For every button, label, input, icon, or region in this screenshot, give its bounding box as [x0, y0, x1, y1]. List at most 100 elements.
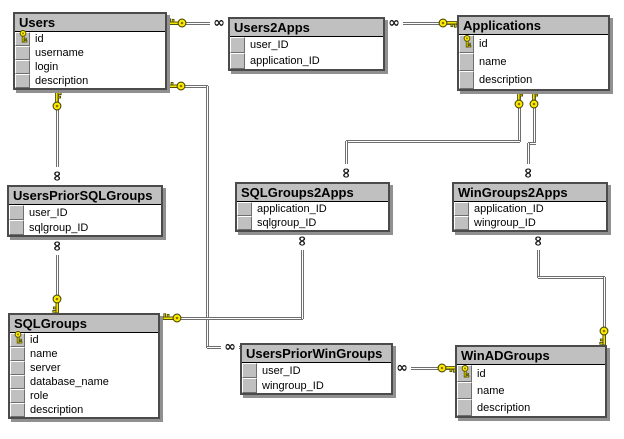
relationship-line[interactable] [393, 367, 455, 370]
row-selector[interactable] [454, 202, 469, 216]
field-row[interactable]: id [459, 35, 608, 53]
row-selector[interactable] [15, 46, 30, 60]
row-selector[interactable] [459, 71, 474, 89]
row-selector[interactable] [454, 216, 469, 230]
row-selector[interactable] [457, 382, 472, 399]
many-end-icon: ∞ [221, 340, 239, 354]
field-name: sqlgroup_ID [29, 221, 89, 234]
relationship-line[interactable] [385, 22, 457, 25]
field-row[interactable]: sqlgroup_ID [237, 216, 388, 230]
row-selector[interactable] [10, 389, 25, 403]
primary-key-icon [18, 30, 28, 48]
row-selector[interactable] [457, 399, 472, 416]
field-row[interactable]: sqlgroup_ID [9, 220, 161, 235]
field-row[interactable]: id [10, 331, 158, 347]
row-selector[interactable] [10, 375, 25, 389]
field-row[interactable]: id [457, 364, 605, 383]
field-row[interactable]: wingroup_ID [242, 378, 391, 393]
field-row[interactable]: name [459, 53, 608, 71]
table-title[interactable]: SQLGroups [10, 315, 158, 333]
row-selector[interactable] [237, 216, 252, 230]
table-title[interactable]: Applications [459, 17, 608, 35]
relationship-line[interactable] [533, 90, 536, 144]
table-title[interactable]: Users2Apps [230, 19, 383, 37]
row-selector-pk[interactable] [15, 30, 30, 48]
row-selector-pk[interactable] [457, 364, 472, 383]
relationship-line[interactable] [538, 276, 605, 279]
row-selector[interactable] [10, 361, 25, 375]
field-name: id [477, 367, 486, 380]
table-title[interactable]: SQLGroups2Apps [237, 184, 388, 202]
table-title[interactable]: UsersPriorSQLGroups [9, 187, 161, 205]
table-title[interactable]: Users [15, 14, 165, 32]
key-end-icon [167, 17, 187, 29]
table-title[interactable]: UsersPriorWinGroups [242, 345, 391, 363]
row-selector[interactable] [15, 74, 30, 88]
relationship-line[interactable] [518, 90, 521, 142]
field-row[interactable]: server [10, 361, 158, 375]
row-selector-pk[interactable] [459, 35, 474, 53]
row-selector[interactable] [9, 220, 24, 235]
field-row[interactable]: description [459, 71, 608, 89]
relationship-line[interactable] [301, 232, 304, 319]
field-row[interactable]: user_ID [242, 363, 391, 378]
relationship-line[interactable] [345, 141, 348, 182]
relationship-line[interactable] [56, 237, 59, 313]
row-selector[interactable] [230, 37, 245, 53]
key-icon [162, 312, 182, 324]
table-title[interactable]: WinGroups2Apps [454, 184, 606, 202]
field-row[interactable]: description [457, 399, 605, 416]
field-row[interactable]: role [10, 389, 158, 403]
row-selector-pk[interactable] [10, 331, 25, 347]
field-name: user_ID [262, 364, 301, 377]
key-icon [598, 326, 610, 346]
field-row[interactable]: description [15, 74, 165, 88]
primary-key-icon [460, 364, 470, 383]
relationship-line[interactable] [346, 140, 520, 143]
relationship-line[interactable] [527, 143, 530, 182]
row-selector[interactable] [230, 53, 245, 69]
field-row[interactable]: username [15, 46, 165, 60]
field-row[interactable]: user_ID [230, 37, 383, 53]
relationship-line[interactable] [167, 22, 228, 25]
row-selector[interactable] [10, 347, 25, 361]
field-row[interactable]: application_ID [454, 202, 606, 216]
field-row[interactable]: description [10, 403, 158, 417]
field-row[interactable]: application_ID [237, 202, 388, 216]
row-selector[interactable] [237, 202, 252, 216]
relationship-line[interactable] [56, 90, 59, 185]
field-row[interactable]: user_ID [9, 205, 161, 220]
relationship-line[interactable] [206, 86, 209, 348]
relationship-line[interactable] [528, 142, 536, 145]
relationship-line[interactable] [537, 232, 540, 278]
row-selector[interactable] [9, 205, 24, 220]
row-selector[interactable] [242, 378, 257, 393]
field-row[interactable]: name [457, 382, 605, 399]
field-row[interactable]: wingroup_ID [454, 216, 606, 230]
relationship-line[interactable] [167, 85, 208, 88]
field-row[interactable]: application_ID [230, 53, 383, 69]
field-row[interactable]: name [10, 347, 158, 361]
field-row[interactable]: login [15, 60, 165, 74]
relationship-line[interactable] [160, 317, 303, 320]
table-title[interactable]: WinADGroups [457, 347, 605, 365]
field-name: application_ID [474, 203, 544, 215]
row-selector[interactable] [242, 363, 257, 378]
row-selector[interactable] [459, 53, 474, 71]
relationship-line[interactable] [603, 277, 606, 345]
row-selector[interactable] [10, 403, 25, 417]
field-row[interactable]: database_name [10, 375, 158, 389]
infinity-icon: ∞ [49, 167, 65, 185]
row-selector[interactable] [15, 60, 30, 74]
field-row[interactable]: id [15, 30, 165, 48]
